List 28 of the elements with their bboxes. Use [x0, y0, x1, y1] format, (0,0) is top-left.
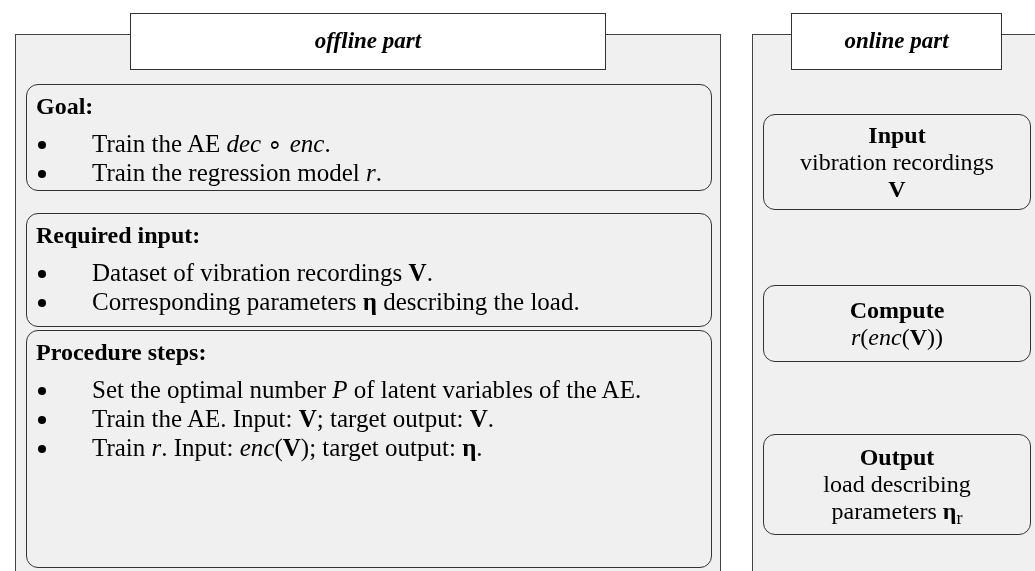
- title-tab: [130, 13, 606, 70]
- box-heading: Procedure steps:: [36, 338, 208, 367]
- bullet-text: Corresponding parameters η describing the load.: [92, 287, 580, 316]
- step-box: [763, 285, 1031, 362]
- bullet-text: Train the AE. Input: V; target output: V.: [92, 404, 495, 433]
- tab-title: offline part: [314, 27, 422, 56]
- bullet-text: Dataset of vibration recordings V.: [92, 258, 433, 287]
- text-box: [26, 330, 712, 568]
- section-panel: [752, 34, 1035, 571]
- bullet-text: Train the regression model r.: [92, 158, 383, 187]
- box-text: load describing parameters η$_{r}$: [822, 471, 972, 525]
- bullet-text: Train the AE dec ∘ enc.: [92, 129, 331, 158]
- step-box: [763, 114, 1031, 210]
- box-text: r(enc(V)): [851, 323, 943, 351]
- box-heading: Compute: [849, 296, 945, 324]
- text-box: [26, 213, 712, 327]
- box-heading: Goal:: [36, 92, 95, 121]
- box-text: vibration recordings V: [799, 148, 995, 203]
- box-heading: Input: [868, 121, 926, 149]
- bullet-text: Train r. Input: enc(V); target output: η.: [92, 433, 483, 462]
- bullet-text: Set the optimal number P of latent variables of the AE.: [92, 375, 642, 404]
- box-heading: Output: [859, 444, 935, 471]
- tab-title: online part: [844, 27, 949, 56]
- box-heading: Required input:: [36, 221, 202, 250]
- text-box: [26, 84, 712, 191]
- step-box: [763, 434, 1031, 535]
- section-panel: [15, 34, 721, 571]
- title-tab: [791, 13, 1002, 70]
